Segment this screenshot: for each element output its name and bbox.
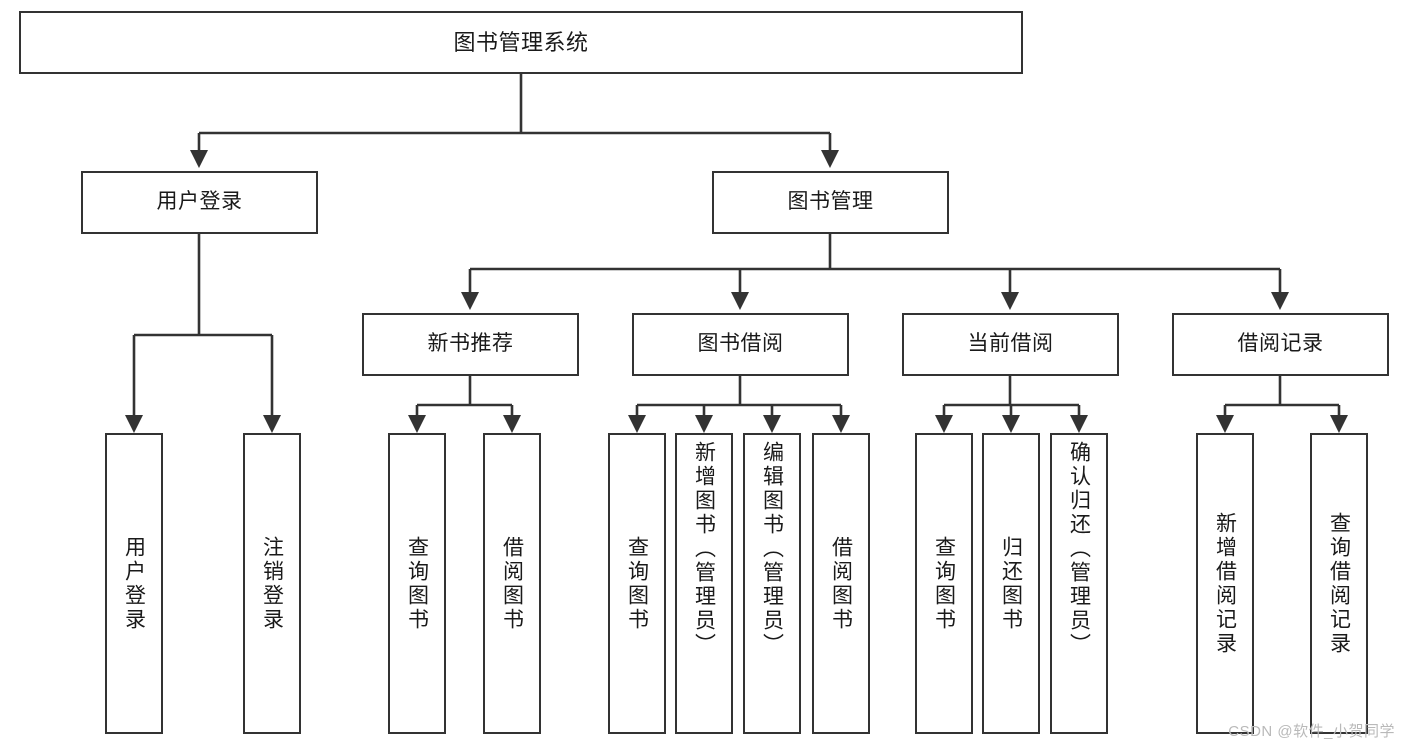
node-root-system[interactable]: 图书管理系统: [19, 11, 1023, 74]
node-leaf-current-borrow-confirm[interactable]: 确认归还（管理员）: [1050, 433, 1108, 734]
node-label: 新书推荐: [427, 332, 514, 356]
node-label: 注销登录: [260, 535, 284, 632]
node-leaf-new-book-borrow[interactable]: 借阅图书: [483, 433, 541, 734]
node-leaf-current-borrow-query[interactable]: 查询图书: [915, 433, 973, 734]
node-label: 用户登录: [122, 535, 146, 632]
node-label: 编辑图书（管理员）: [760, 441, 784, 657]
node-leaf-new-book-query[interactable]: 查询图书: [388, 433, 446, 734]
node-leaf-current-borrow-return[interactable]: 归还图书: [982, 433, 1040, 734]
node-leaf-book-borrow-query[interactable]: 查询图书: [608, 433, 666, 734]
node-leaf-book-borrow-edit[interactable]: 编辑图书（管理员）: [743, 433, 801, 734]
node-leaf-borrow-record-add[interactable]: 新增借阅记录: [1196, 433, 1254, 734]
node-label: 查询图书: [405, 535, 429, 632]
node-leaf-user-login-login[interactable]: 用户登录: [105, 433, 163, 734]
node-book-borrow[interactable]: 图书借阅: [632, 313, 849, 376]
node-label: 借阅记录: [1237, 332, 1324, 356]
node-label: 确认归还（管理员）: [1067, 441, 1091, 657]
node-label: 用户登录: [156, 190, 243, 214]
node-label: 归还图书: [999, 535, 1023, 632]
node-current-borrow[interactable]: 当前借阅: [902, 313, 1119, 376]
node-label: 新增借阅记录: [1213, 511, 1237, 656]
node-label: 新增图书（管理员）: [692, 441, 716, 657]
node-leaf-user-login-logout[interactable]: 注销登录: [243, 433, 301, 734]
node-label: 查询借阅记录: [1327, 511, 1351, 656]
node-leaf-book-borrow-add[interactable]: 新增图书（管理员）: [675, 433, 733, 734]
node-label: 当前借阅: [967, 332, 1054, 356]
node-leaf-borrow-record-query[interactable]: 查询借阅记录: [1310, 433, 1368, 734]
node-borrow-record[interactable]: 借阅记录: [1172, 313, 1389, 376]
node-label: 图书管理系统: [453, 29, 589, 55]
node-label: 借阅图书: [500, 535, 524, 632]
node-book-management[interactable]: 图书管理: [712, 171, 949, 234]
node-label: 图书借阅: [697, 332, 784, 356]
node-user-login[interactable]: 用户登录: [81, 171, 318, 234]
node-new-book-recommend[interactable]: 新书推荐: [362, 313, 579, 376]
node-label: 借阅图书: [829, 535, 853, 632]
node-label: 查询图书: [932, 535, 956, 632]
node-label: 查询图书: [625, 535, 649, 632]
node-label: 图书管理: [787, 190, 874, 214]
node-leaf-book-borrow-borrow[interactable]: 借阅图书: [812, 433, 870, 734]
